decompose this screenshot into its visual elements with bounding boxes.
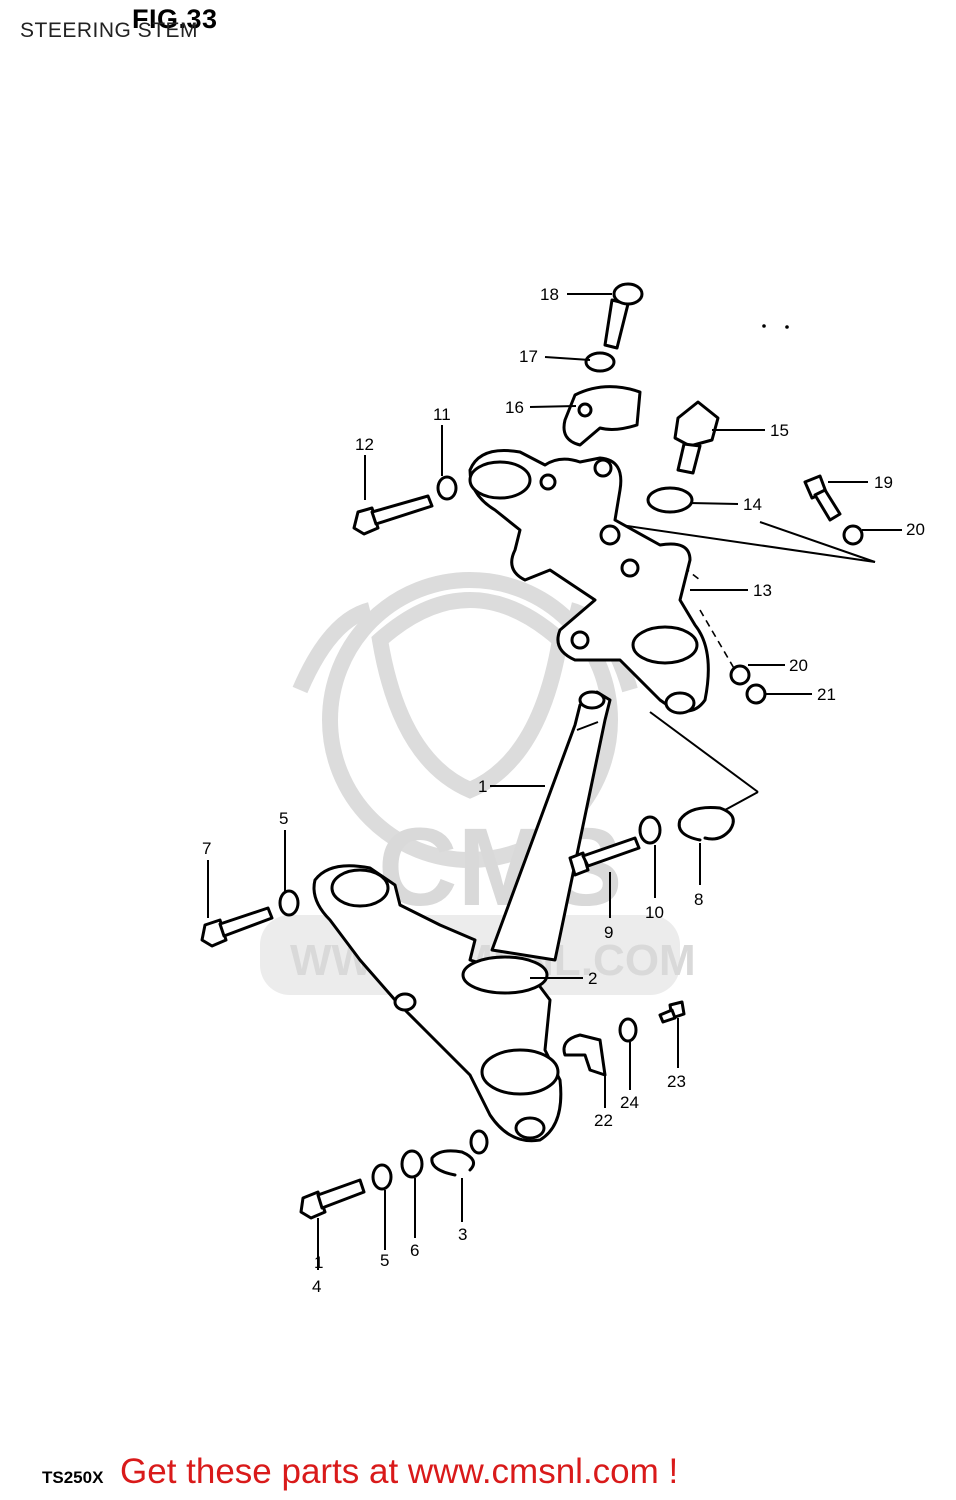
callout-15: 15 <box>770 421 789 440</box>
steering-stem <box>490 690 612 962</box>
callout-9: 9 <box>604 923 613 942</box>
stray-dots <box>762 324 789 329</box>
washer-6 <box>400 1149 424 1179</box>
hex-bolt-9 <box>568 836 641 877</box>
callout-1-stem: 1 <box>478 777 487 796</box>
bolt-19 <box>803 474 842 522</box>
upper-bracket <box>468 449 710 715</box>
callout-5-upper: 5 <box>279 809 288 828</box>
lower-bracket <box>312 864 563 1143</box>
callout-11: 11 <box>433 405 451 424</box>
callout-23: 23 <box>667 1072 686 1091</box>
washer-20-lower <box>729 664 751 686</box>
leader-lines <box>207 293 902 1270</box>
callout-20-upper: 20 <box>906 520 925 539</box>
callout-16: 16 <box>505 398 524 417</box>
washer-11 <box>436 475 458 501</box>
socket-bolt <box>603 282 644 350</box>
callout-24: 24 <box>620 1093 639 1112</box>
washer-24 <box>618 1017 638 1043</box>
nut-20-upper <box>842 524 864 546</box>
nut-21 <box>745 683 767 705</box>
hex-bolt-7 <box>200 906 274 948</box>
washer-10 <box>638 815 662 845</box>
callout-4: 4 <box>312 1277 321 1296</box>
callout-17: 17 <box>519 347 538 366</box>
hex-bolt-12 <box>352 494 434 536</box>
callout-14: 14 <box>743 495 762 514</box>
ring-3 <box>469 1129 489 1155</box>
washer-5-lower <box>371 1163 393 1191</box>
callout-10: 10 <box>645 903 664 922</box>
diagram-subtitle: STEERING STEM <box>20 19 199 42</box>
callout-labels: 18 17 16 15 14 13 12 11 19 20 20 21 1 7 … <box>202 285 925 1296</box>
callout-1-lower: 1 <box>314 1253 323 1272</box>
circlip-3 <box>430 1149 476 1177</box>
callout-18: 18 <box>540 285 559 304</box>
washer-14 <box>646 486 694 514</box>
cable-clamp-22 <box>562 1033 607 1077</box>
washer-5-upper <box>278 889 300 917</box>
callout-21: 21 <box>817 685 836 704</box>
screw-23 <box>658 1000 686 1024</box>
callout-8: 8 <box>694 890 703 909</box>
callout-7: 7 <box>202 839 211 858</box>
hex-bolt-4 <box>299 1178 366 1220</box>
callout-13: 13 <box>753 581 772 600</box>
callout-22: 22 <box>594 1111 613 1130</box>
callout-12: 12 <box>355 435 374 454</box>
handlebar-holder <box>562 385 642 447</box>
callout-5-lower: 5 <box>380 1251 389 1270</box>
model-code: TS250X <box>42 1468 104 1487</box>
circlip-8 <box>677 806 735 842</box>
callout-3: 3 <box>458 1225 467 1244</box>
callout-6: 6 <box>410 1241 419 1260</box>
callout-19: 19 <box>874 473 893 492</box>
callout-2: 2 <box>588 969 597 988</box>
figure-title: FIG.33 <box>132 4 218 34</box>
large-hex-bolt <box>673 400 720 475</box>
parts-link-banner[interactable]: Get these parts at www.cmsnl.com ! <box>120 1452 679 1491</box>
washer-17 <box>584 351 616 373</box>
callout-20-lower: 20 <box>789 656 808 675</box>
